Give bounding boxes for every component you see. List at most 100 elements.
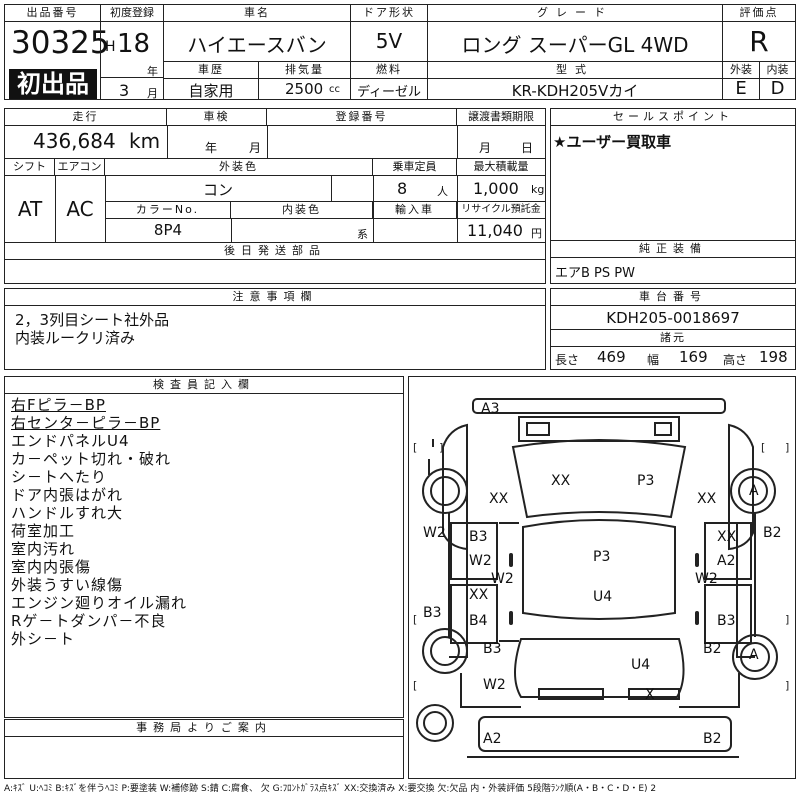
mark-xx-left-front: XX [489,491,509,507]
recycle-unit: 円 [531,227,542,240]
registration-era: H [105,39,116,55]
shift-label: シフト [5,159,55,176]
ext-grade-value: E [735,78,747,99]
color-no-label: カラーNo. [105,202,231,219]
mark-w2-left-door: W2 [469,553,492,569]
grade-label: グレード [428,5,722,22]
max-load-value: 1,000 [473,179,519,198]
mark-w2-left-rear-glass: W2 [483,677,506,693]
registration-label: 初度登録 [101,5,163,22]
mark-a2-right-door: A2 [717,553,736,569]
mark-a3-top: A3 [481,401,500,417]
door-box: ドア形状 5V [350,4,428,62]
displacement-label: 排気量 [259,62,350,79]
recycle-value: 11,040 [467,221,523,240]
office-label: 事務局よりご案内 [5,720,403,737]
svg-text:]: ] [439,441,443,454]
car-name: ハイエースバン [187,33,327,57]
fuel-label: 燃料 [351,62,427,79]
grade-value: ロング スーパーGL 4WD [461,33,689,57]
svg-text:]: ] [785,613,789,626]
door-value: 5V [375,29,403,53]
dims-label: 諸元 [551,329,795,347]
displacement-value: 2500 [285,80,324,98]
displacement-unit: cc [329,84,340,95]
transfer-label: 譲渡書類期限 [457,109,545,126]
mark-b2-bottom: B2 [703,731,722,747]
mark-a2-bottom: A2 [483,731,502,747]
transfer-month-unit: 月 [479,141,492,155]
svg-text:]: ] [785,679,789,692]
mark-w2-right-lower: W2 [695,571,718,587]
height-label: 高さ [723,353,748,367]
mileage-unit: km [129,129,161,153]
chassis-label: 車台番号 [551,289,795,306]
chassis-box: 車台番号 KDH205-0018697 諸元 長さ 469 幅 169 高さ 1… [550,288,796,370]
specs-block: 走行 車検 登録番号 譲渡書類期限 436,684 km 年 月 月 日 シフト… [4,108,546,284]
mark-a-right-rear-wheel: A [749,647,759,663]
height-value: 198 [759,348,788,366]
legend: A:ｷｽﾞ U:ﾍｺﾐ B:ｷｽﾞを伴うﾍｺﾐ P:要塗装 W:補修跡 S:錆 … [4,784,657,794]
model-value: KR-KDH205Vカイ [511,82,639,100]
inspector-line: 右センタ－ピラ－BP [11,414,161,432]
length-label: 長さ [555,353,580,367]
plate-label: 登録番号 [267,109,457,126]
interior-color-label: 内装色 [231,202,373,219]
door-label: ドア形状 [351,5,427,22]
mark-u4-center: U4 [593,589,613,605]
notes-box: 注意事項欄 2，3列目シート社外品 内装ルークリ済み [4,288,546,370]
displacement-box: 排気量 2500 cc [258,61,351,100]
inspection-label: 車検 [167,109,267,126]
genuine-equipment-label: 純正装備 [551,241,795,258]
int-grade-box: 内装 D [759,61,796,100]
inspector-line: 外シ－ト [11,630,76,648]
inspector-line: エンドパネルU4 [11,432,130,450]
year-unit: 年 [147,65,158,78]
mark-xx-right-door: XX [717,529,737,545]
mark-p3-roof: P3 [593,549,611,565]
inspector-line: シ－トへたり [11,468,108,486]
capacity-value: 8 [397,179,408,198]
registration-box: 初度登録 H 18 年 3 月 [100,4,164,100]
lot-box: 出品番号 30325 初出品 [4,4,110,100]
inspector-line: 室内汚れ [11,540,76,558]
capacity-label: 乗車定員 [373,159,457,176]
notes-label: 注意事項欄 [5,289,545,306]
exterior-color-label: 外装色 [105,159,373,176]
mark-w2-left-side: W2 [423,525,446,541]
exterior-color-value: コン [202,181,233,199]
inspection-year-unit: 年 [205,141,218,155]
name-label: 車名 [164,5,350,22]
recycle-label: リサイクル預託金 [457,202,545,219]
lot-number: 30325 [11,25,110,61]
note-line-2: 内装ルークリ済み [15,329,136,347]
lot-label: 出品番号 [5,5,100,22]
history-label: 車歴 [164,62,258,79]
ac-label: エアコン [55,159,105,176]
mark-x-rear: X [645,687,655,703]
svg-text:[: [ [413,679,417,692]
int-grade-label: 内装 [760,62,795,79]
ext-grade-box: 外装 E [722,61,760,100]
ext-grade-label: 外装 [723,62,759,79]
genuine-equipment-value: エアB PS PW [555,266,635,281]
mark-xx-left-rear: XX [469,587,489,603]
length-value: 469 [597,348,626,366]
first-listing-badge: 初出品 [9,69,97,99]
width-value: 169 [679,348,708,366]
inspector-line: ドア内張はがれ [11,486,124,504]
mark-w2-left-lower: W2 [491,571,514,587]
mark-b3-right-rear: B3 [717,613,736,629]
max-load-label: 最大積載量 [457,159,545,176]
genuine-equipment-box: 純正装備 エアB PS PW [550,240,796,284]
sales-point-label: セールスポイント [551,109,795,126]
inspector-label: 検査員記入欄 [5,377,403,394]
mark-xx-right-front: XX [697,491,717,507]
mileage-value: 436,684 [33,129,116,153]
grade-box: グレード ロング スーパーGL 4WD [427,4,723,62]
name-box: 車名 ハイエースバン [163,4,351,62]
car-outline: [] [] [] [] [413,398,789,758]
max-load-unit: kg [531,183,545,196]
